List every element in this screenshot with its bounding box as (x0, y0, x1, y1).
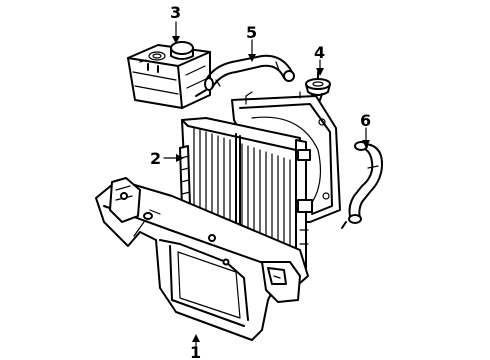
leader-arrow-6 (362, 140, 370, 148)
thermostat (305, 71, 331, 101)
lower-hose (341, 141, 383, 229)
leader-arrow-3 (172, 36, 180, 44)
leader-arrow-5 (248, 54, 256, 62)
callout-5: 5 (246, 23, 257, 42)
leader-arrow-1 (192, 334, 200, 342)
coolant-reservoir (127, 41, 211, 109)
leader-arrow-4 (316, 68, 324, 76)
callout-2: 2 (150, 149, 161, 168)
callout-4: 4 (314, 43, 325, 62)
callout-6: 6 (360, 111, 371, 130)
radiator-support (95, 177, 309, 341)
upper-hose (195, 54, 295, 97)
callout-1: 1 (190, 343, 201, 360)
callout-3: 3 (170, 3, 181, 22)
leader-arrow-2 (176, 154, 184, 162)
